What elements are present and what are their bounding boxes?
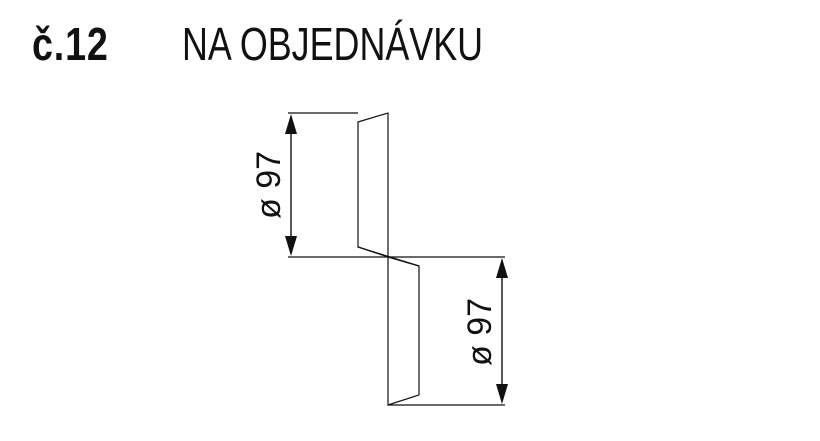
upper-dimension-label: ø 97 <box>250 151 288 219</box>
lower-extension-lines <box>388 256 505 406</box>
upper-extension-lines <box>288 112 388 258</box>
arrow-up-icon <box>496 258 508 278</box>
arrow-down-icon <box>285 236 297 256</box>
product-availability: NA OBJEDNÁVKU <box>182 18 484 70</box>
arrow-up-icon <box>285 114 297 134</box>
upper-dimension-line <box>285 114 297 256</box>
lower-dimension-line <box>496 258 508 404</box>
upper-part-outline <box>357 112 389 258</box>
lower-part-outline <box>387 256 420 406</box>
product-title: č.12 NA OBJEDNÁVKU <box>32 8 568 80</box>
lower-dimension-label: ø 97 <box>461 298 499 366</box>
arrow-down-icon <box>496 384 508 404</box>
product-number: č.12 <box>32 18 109 70</box>
